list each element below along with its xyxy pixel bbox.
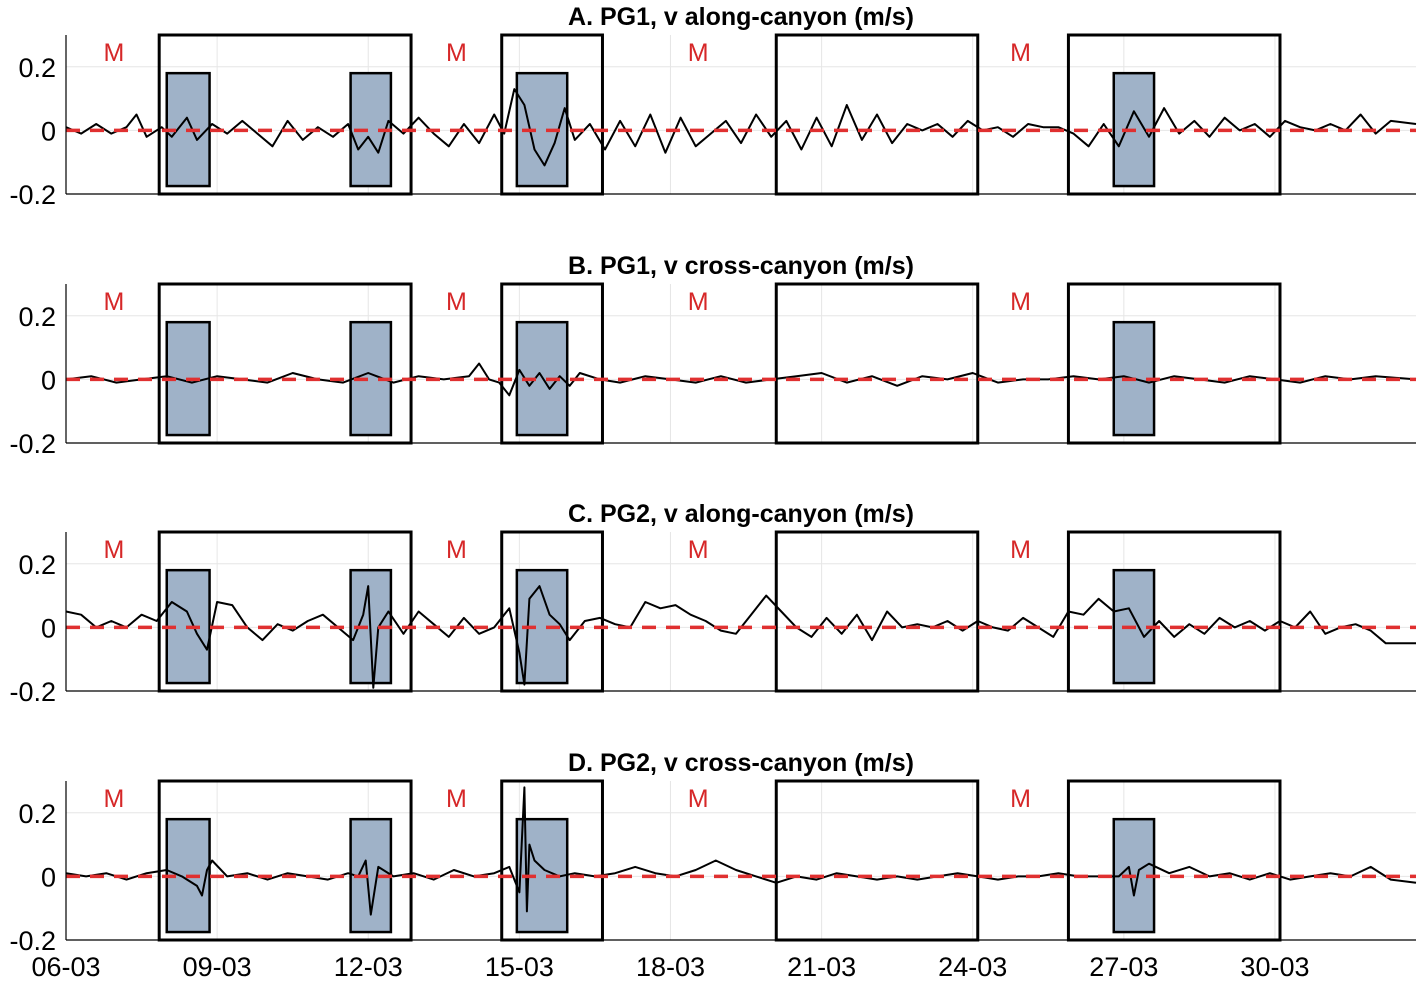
panel-a-m-marker-3: M <box>1010 39 1031 67</box>
panel-d-window-2 <box>774 779 980 942</box>
panel-c: C. PG2, v along-canyon (m/s) -0.2 0 0.2 M M M… <box>9 500 1416 707</box>
panel-a-y-tick-label-1: 0 <box>41 116 56 146</box>
panel-c-window-3 <box>1066 530 1282 693</box>
panel-c-y-tick-label-0: -0.2 <box>9 677 56 707</box>
panel-a-y-tick-label-0: -0.2 <box>9 180 56 210</box>
panel-b-y-tick-label-1: 0 <box>41 365 56 395</box>
panel-c-m-marker-0: M <box>103 536 124 564</box>
panel-a-window-3 <box>1066 33 1282 196</box>
panel-c-series-line <box>65 585 1416 689</box>
panel-a-y-tick-label-2: 0.2 <box>18 53 56 83</box>
panel-c-m-marker-3: M <box>1010 536 1031 564</box>
panel-d-y-tick-label-1: 0 <box>41 862 56 892</box>
panel-d-x-tick-label-7: 27-03 <box>1089 952 1158 981</box>
panel-d-m-marker-2: M <box>688 785 709 813</box>
panel-b: B. PG1, v cross-canyon (m/s) -0.2 0 0.2 M M M… <box>9 252 1417 459</box>
panel-c-y-tick-label-1: 0 <box>41 613 56 643</box>
panel-d-x-tick-label-0: 06-03 <box>31 952 100 981</box>
panel-c-y-tick-label-2: 0.2 <box>18 550 56 580</box>
panel-d-x-tick-label-6: 24-03 <box>938 952 1007 981</box>
panel-d-x-tick-label-4: 18-03 <box>636 952 705 981</box>
panel-d-x-tick-label-1: 09-03 <box>183 952 252 981</box>
panel-d-m-marker-3: M <box>1010 785 1031 813</box>
panel-d-y-tick-label-0: -0.2 <box>9 926 56 956</box>
panel-c-title: C. PG2, v along-canyon (m/s) <box>568 500 914 528</box>
panel-a-m-marker-1: M <box>446 39 467 67</box>
panel-b-m-marker-1: M <box>446 288 467 316</box>
panel-b-m-marker-2: M <box>688 288 709 316</box>
panel-d-x-tick-label-8: 30-03 <box>1240 952 1309 981</box>
panel-d-window-3 <box>1066 779 1282 942</box>
panel-c-m-marker-1: M <box>446 536 467 564</box>
panel-a-series-line <box>65 88 1417 167</box>
panel-b-title: B. PG1, v cross-canyon (m/s) <box>568 252 914 280</box>
panel-d-x-tick-label-5: 21-03 <box>787 952 856 981</box>
panel-d-series-line <box>65 786 1417 916</box>
panel-b-window-2 <box>774 282 980 445</box>
panel-a-title: A. PG1, v along-canyon (m/s) <box>568 3 914 31</box>
panel-d-x-tick-label-3: 15-03 <box>485 952 554 981</box>
panel-d-y-tick-label-2: 0.2 <box>18 799 56 829</box>
panel-d-title: D. PG2, v cross-canyon (m/s) <box>568 749 914 777</box>
panel-c-m-marker-2: M <box>688 536 709 564</box>
panel-a-m-marker-2: M <box>688 39 709 67</box>
panel-d-m-marker-0: M <box>103 785 124 813</box>
panel-b-m-marker-3: M <box>1010 288 1031 316</box>
panel-d-m-marker-1: M <box>446 785 467 813</box>
panel-b-window-3 <box>1066 282 1282 445</box>
panel-b-y-tick-label-2: 0.2 <box>18 302 56 332</box>
panel-b-y-tick-label-0: -0.2 <box>9 429 56 459</box>
panel-c-window-2 <box>774 530 980 693</box>
panel-b-m-marker-0: M <box>103 288 124 316</box>
panel-a: A. PG1, v along-canyon (m/s) -0.2 0 0.2 M M M… <box>9 3 1417 210</box>
panel-a-m-marker-0: M <box>103 39 124 67</box>
panel-d-x-tick-label-2: 12-03 <box>334 952 403 981</box>
panel-d: D. PG2, v cross-canyon (m/s) -0.2 0 0.2 M M M… <box>9 749 1417 981</box>
